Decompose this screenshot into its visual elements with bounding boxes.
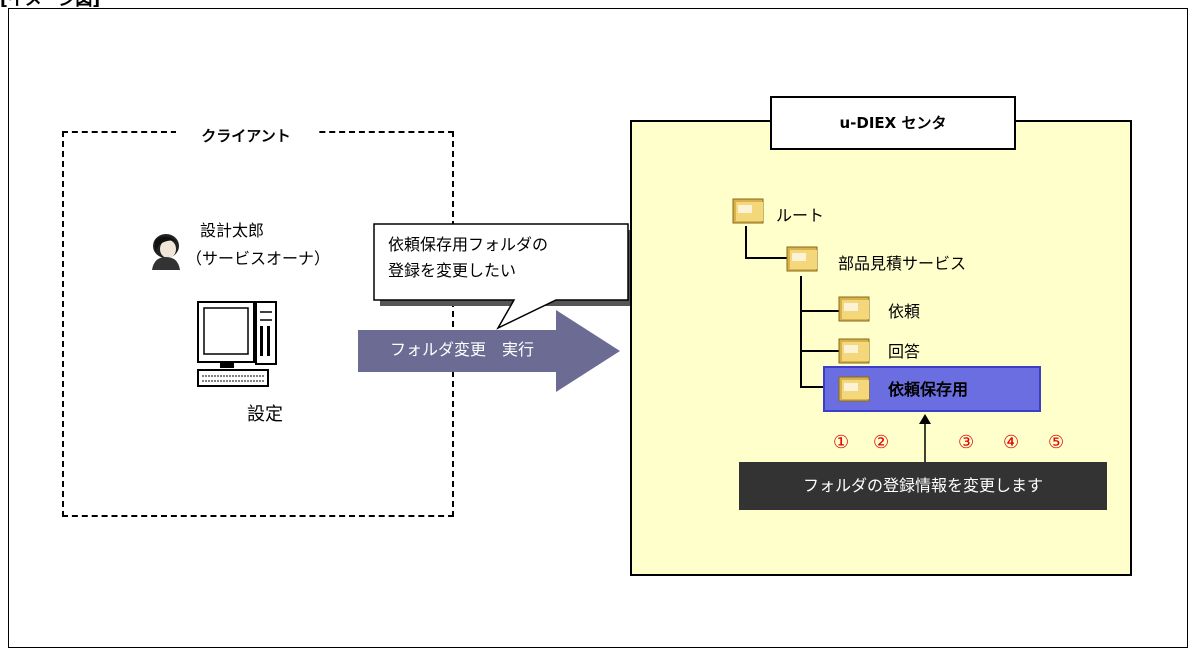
step-number: ③ [958, 432, 975, 453]
pc-label: 設定 [247, 404, 283, 425]
action-arrow-shape [358, 310, 620, 392]
step-number: ⑤ [1048, 432, 1065, 453]
center-title: u-DIEX センタ [770, 96, 1016, 150]
folder-icon [838, 338, 870, 364]
step-number: ① [833, 432, 850, 453]
user-name: 設計太郎 [200, 221, 265, 240]
user-role: （サービスオーナ） [186, 249, 331, 268]
callout-line-1: 依頼保存用フォルダの [388, 235, 549, 254]
callout-text: 依頼保存用フォルダの 登録を変更したい [388, 232, 618, 284]
folder-icon [838, 296, 870, 322]
tree-line [800, 276, 802, 386]
computer-icon [197, 301, 277, 387]
tree-line [800, 310, 840, 312]
step-number: ② [873, 432, 890, 453]
tree-item-service: 部品見積サービス [838, 254, 967, 273]
page-title: [イメージ図] [0, 0, 101, 10]
up-arrow-icon [919, 414, 931, 464]
tree-line [800, 386, 840, 388]
client-title: クライアント [176, 124, 316, 148]
folder-icon [786, 246, 818, 272]
tree-item-request: 依頼 [888, 302, 921, 321]
callout-line-2: 登録を変更したい [388, 261, 517, 280]
tree-line [745, 257, 787, 259]
tree-item-request-storage: 依頼保存用 [888, 380, 969, 399]
step-number: ④ [1003, 432, 1020, 453]
tree-line [745, 226, 747, 258]
tree-item-root: ルート [776, 206, 825, 225]
tree-item-answer: 回答 [888, 342, 921, 361]
folder-icon [732, 198, 764, 224]
status-message-bar: フォルダの登録情報を変更します [739, 462, 1107, 510]
tree-line [800, 350, 840, 352]
person-icon [152, 234, 180, 270]
folder-icon [838, 376, 870, 402]
callout-bubble [373, 223, 634, 330]
action-arrow-label: フォルダ変更 実行 [390, 340, 535, 359]
